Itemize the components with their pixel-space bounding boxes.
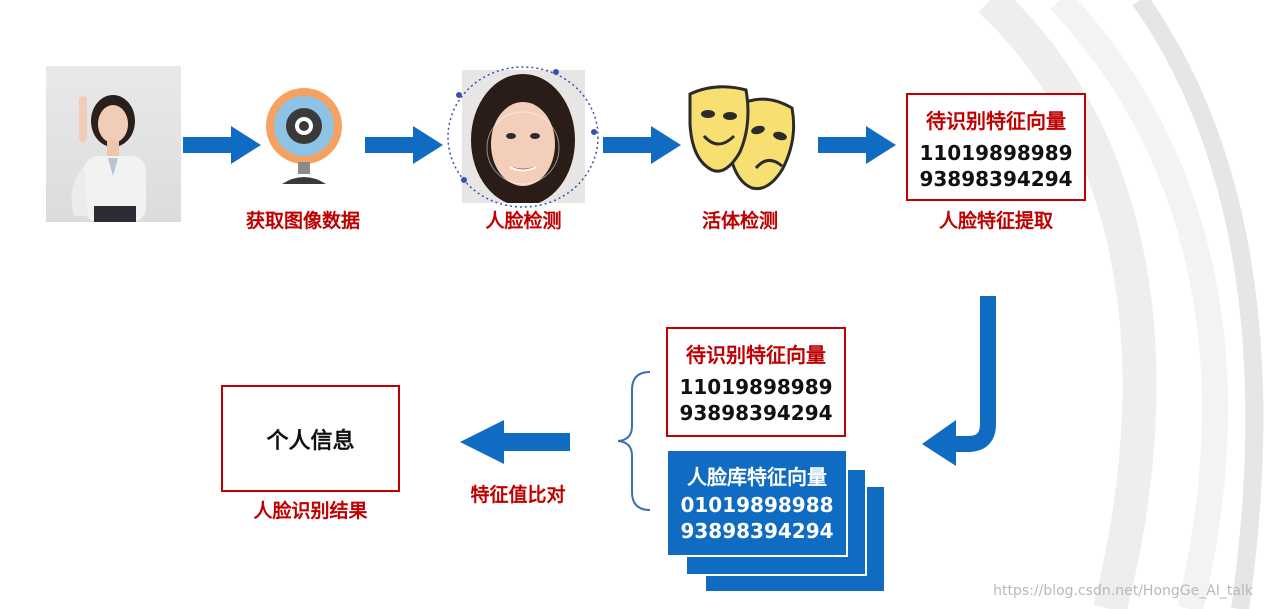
vector-value-line1: 11019898989 [919, 141, 1073, 165]
arrow-right-1 [183, 126, 261, 164]
arrow-left [460, 420, 570, 464]
caption-capture: 获取图像数据 [245, 210, 360, 232]
watermark: https://blog.csdn.net/HongGe_AI_talk [993, 583, 1253, 599]
result-info-box: 个人信息 [221, 385, 400, 492]
vector-value-line1: 11019898989 [679, 375, 833, 399]
person-photo [46, 66, 181, 222]
vector-title: 待识别特征向量 [686, 343, 826, 367]
caption-liveness: 活体检测 [701, 210, 778, 232]
face-icon [471, 74, 575, 203]
person-icon [71, 95, 146, 222]
arrow-right-2 [365, 126, 443, 164]
face-db-title: 人脸库特征向量 [687, 465, 827, 489]
face-db-line2: 93898394294 [680, 519, 834, 543]
face-photo [462, 70, 585, 203]
webcam-icon [266, 88, 342, 184]
vector-value-line2: 93898394294 [919, 167, 1073, 191]
grouping-brace [617, 371, 651, 511]
caption-face-detect: 人脸检测 [485, 210, 562, 232]
theater-masks-icon [688, 85, 796, 191]
face-db-line1: 01019898988 [680, 493, 834, 517]
arrow-right-3 [603, 126, 681, 164]
vector-title: 待识别特征向量 [926, 109, 1066, 133]
result-info-text: 个人信息 [266, 428, 355, 454]
feature-vector-box-top: 待识别特征向量 11019898989 93898394294 [906, 93, 1086, 201]
detection-ring [447, 66, 599, 208]
face-db-card: 人脸库特征向量 01019898988 93898394294 [666, 449, 848, 557]
vector-value-line2: 93898394294 [679, 401, 833, 425]
caption-result: 人脸识别结果 [253, 500, 368, 522]
feature-vector-box-bottom: 待识别特征向量 11019898989 93898394294 [666, 327, 846, 437]
caption-extract: 人脸特征提取 [938, 210, 1053, 232]
arrow-down-left [922, 296, 996, 466]
arrow-right-4 [818, 126, 896, 164]
caption-compare: 特征值比对 [470, 484, 566, 506]
